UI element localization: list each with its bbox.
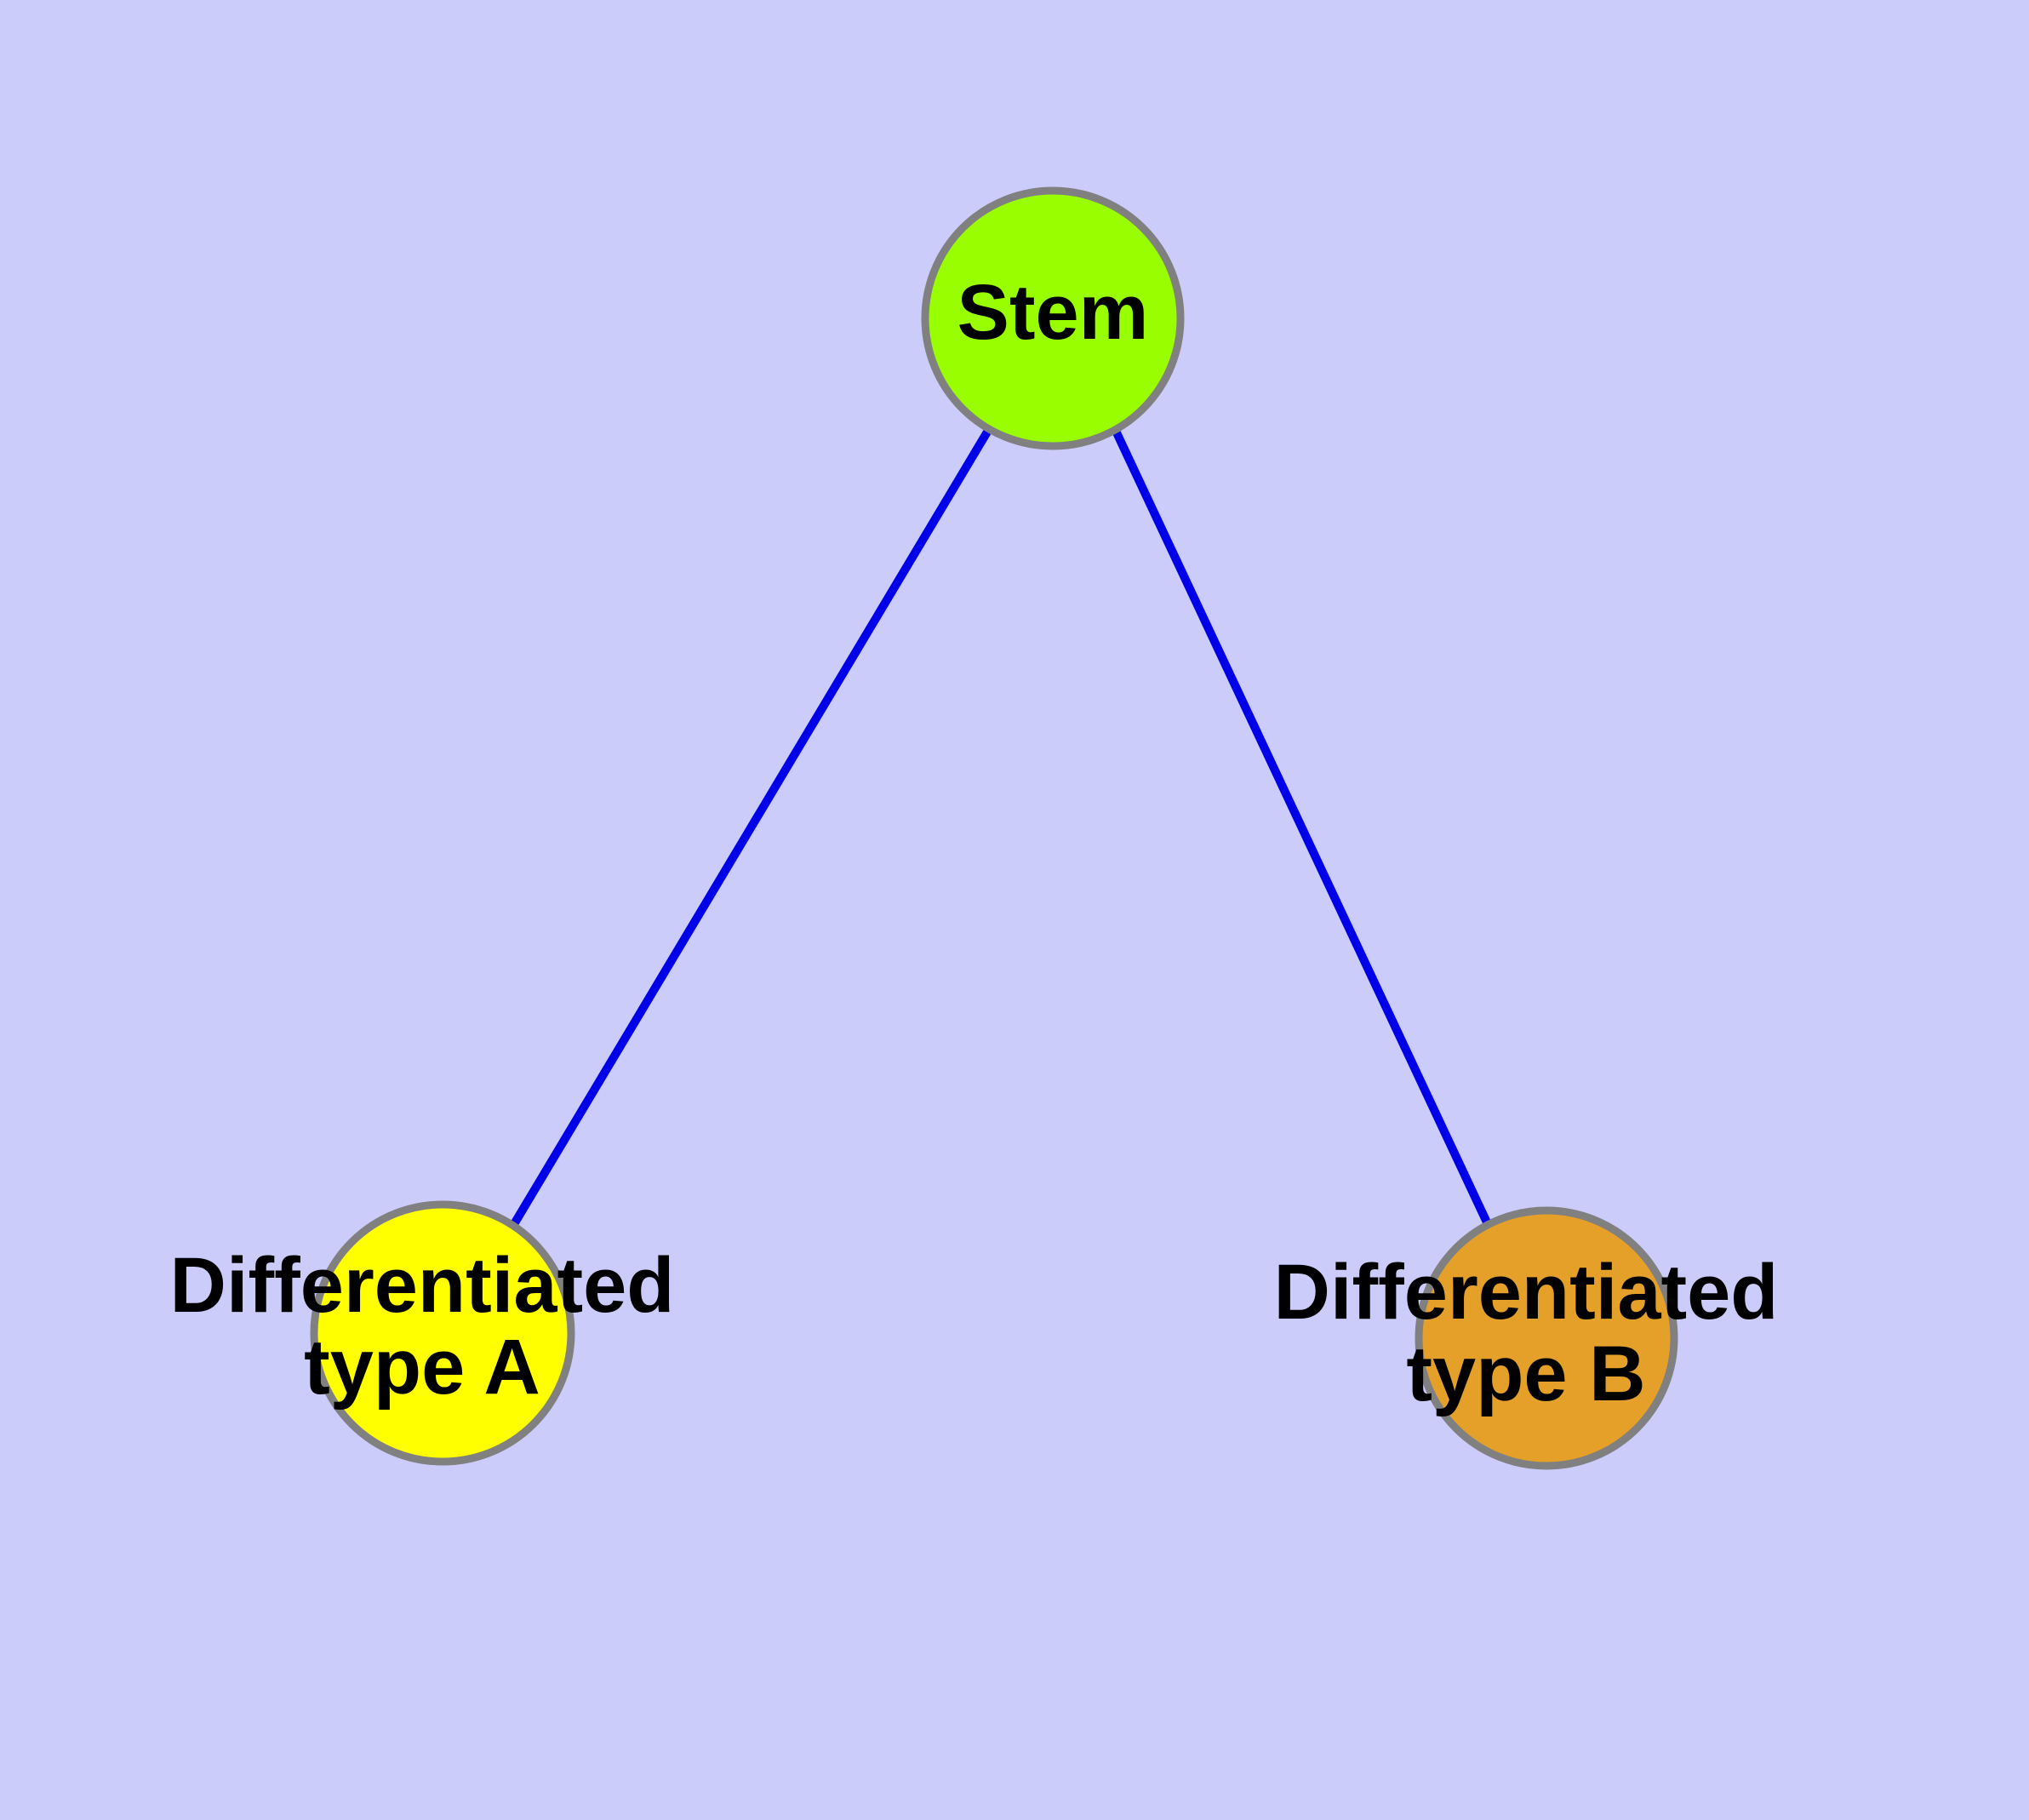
node-differentiated-type-a[interactable] xyxy=(310,1200,575,1466)
node-label-line: type A xyxy=(304,1324,540,1411)
edge-stem-to-differentiated-type-b[interactable] xyxy=(1111,426,1492,1227)
node-label-line: Differentiated xyxy=(1274,1249,1779,1336)
node-differentiated-type-b[interactable] xyxy=(1415,1206,1678,1470)
node-label-line: type B xyxy=(1406,1331,1645,1417)
node-circle-differentiated-type-a[interactable] xyxy=(310,1200,575,1466)
node-circle-differentiated-type-b[interactable] xyxy=(1415,1206,1678,1470)
node-label-line: Differentiated xyxy=(170,1242,675,1329)
edges-layer xyxy=(510,426,1492,1227)
node-stem[interactable] xyxy=(921,186,1185,450)
node-circle-stem[interactable] xyxy=(921,186,1185,450)
nodes-layer xyxy=(310,186,1678,1470)
node-label-stem: Stem xyxy=(957,269,1149,356)
node-label-line: Stem xyxy=(957,269,1149,356)
edge-stem-to-differentiated-type-a[interactable] xyxy=(510,426,993,1227)
